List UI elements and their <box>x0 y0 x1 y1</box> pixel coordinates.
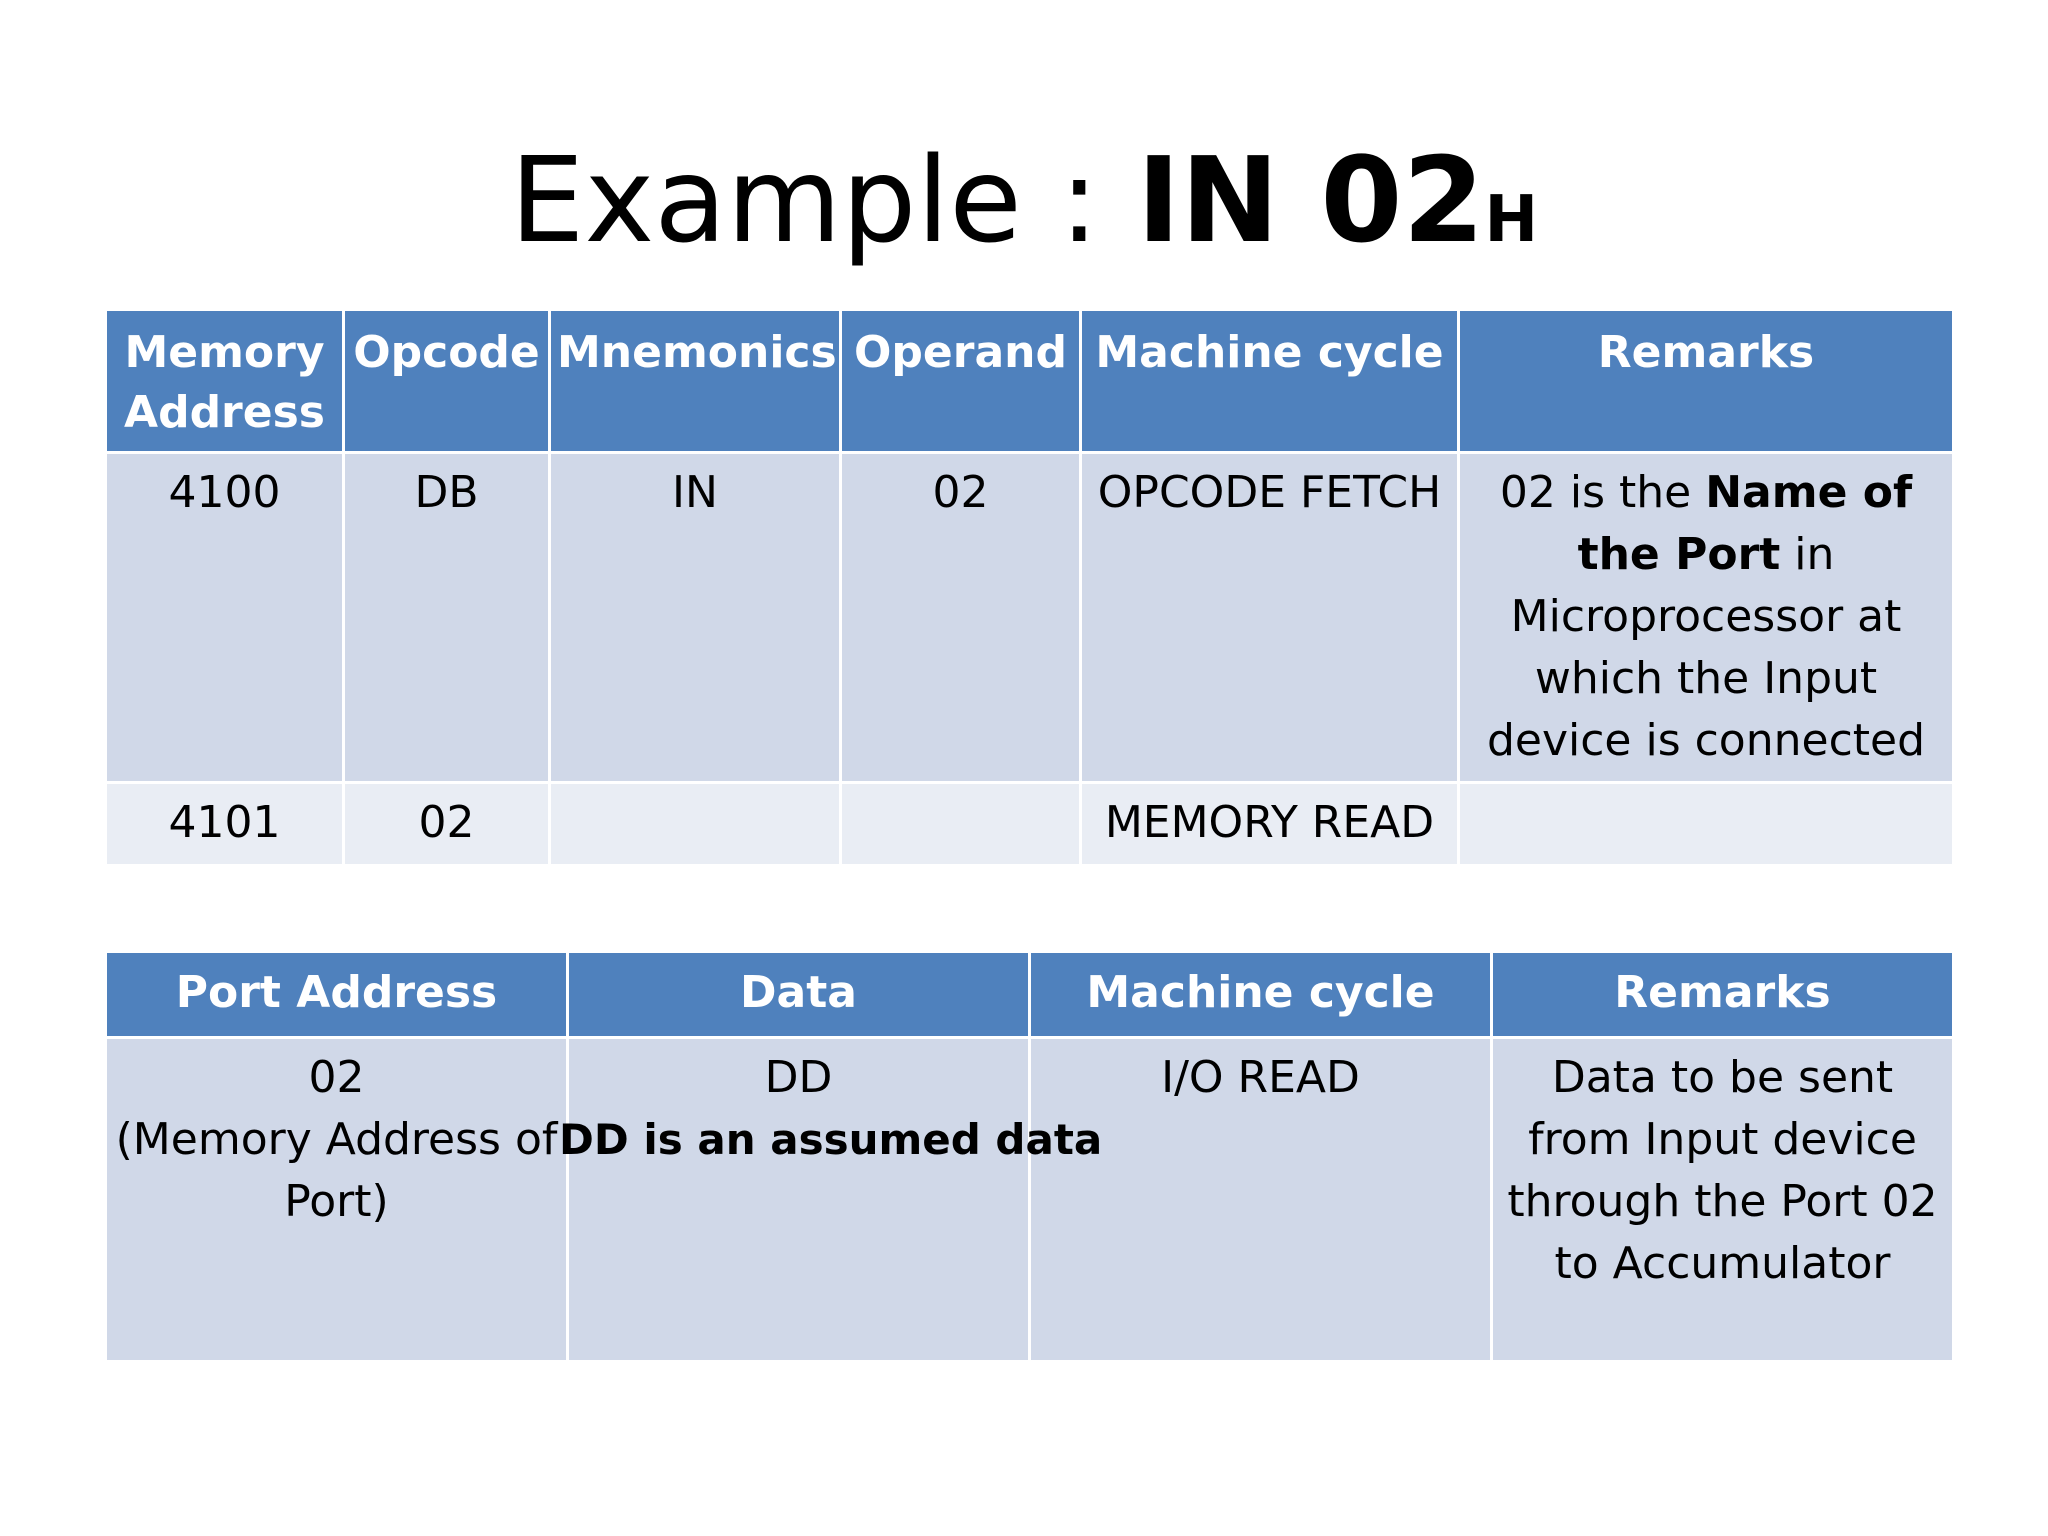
cell-opcode: 02 <box>342 781 551 867</box>
cell-operand <box>839 781 1082 867</box>
remarks-text-start: 02 is the <box>1499 467 1706 518</box>
data-note: DD is an assumed data <box>559 1115 1103 1164</box>
slide-title: Example : IN 02H <box>0 125 2048 295</box>
data-value: DD <box>764 1052 833 1103</box>
cell-mnemonics: IN <box>548 451 842 784</box>
cell-remarks: Data to be sent from Input device throug… <box>1490 1036 1955 1363</box>
table-row: 4101 02 MEMORY READ <box>104 781 1955 867</box>
cell-memory-address: 4100 <box>104 451 345 784</box>
table-row: 4100 DB IN 02 OPCODE FETCH 02 is the Nam… <box>104 451 1955 784</box>
header-remarks: Remarks <box>1457 308 1955 454</box>
cell-remarks: 02 is the Name of the Port in Microproce… <box>1457 451 1955 784</box>
header-opcode: Opcode <box>342 308 551 454</box>
port-address-note: (Memory Address of Port) <box>115 1114 558 1227</box>
instruction-table: Memory Address Opcode Mnemonics Operand … <box>104 308 1955 867</box>
header-machine-cycle: Machine cycle <box>1079 308 1460 454</box>
cell-data: DD DD is an assumed data <box>559 1036 1102 1363</box>
cell-machine-cycle: I/O READ <box>1028 1036 1493 1363</box>
header-mnemonics: Mnemonics <box>548 308 842 454</box>
remarks-text-end: in Microprocessor at which the Input dev… <box>1486 529 1926 766</box>
header-data: Data <box>566 950 1031 1039</box>
cell-mnemonics <box>548 781 842 867</box>
remarks-text-bold: Name of the Port <box>1577 467 1913 580</box>
header-operand: Operand <box>839 308 1082 454</box>
port-table-header: Port Address Data Machine cycle Remarks <box>104 950 1955 1039</box>
cell-operand: 02 <box>839 451 1082 784</box>
cell-machine-cycle: OPCODE FETCH <box>1079 451 1460 784</box>
header-remarks: Remarks <box>1490 950 1955 1039</box>
header-machine-cycle: Machine cycle <box>1028 950 1493 1039</box>
title-instruction: IN 02 <box>1136 131 1485 269</box>
cell-memory-address: 4101 <box>104 781 345 867</box>
table-row: 02 (Memory Address of Port) DD DD is an as… <box>104 1036 1955 1363</box>
cell-opcode: DB <box>342 451 551 784</box>
cell-remarks <box>1457 781 1955 867</box>
cell-port-address: 02 (Memory Address of Port) <box>104 1036 569 1363</box>
cell-machine-cycle: MEMORY READ <box>1079 781 1460 867</box>
header-memory-address: Memory Address <box>104 308 345 454</box>
port-table: Port Address Data Machine cycle Remarks … <box>104 950 1955 1363</box>
port-address-value: 02 <box>308 1052 365 1103</box>
title-subscript: H <box>1484 183 1539 257</box>
header-port-address: Port Address <box>104 950 569 1039</box>
instruction-table-header: Memory Address Opcode Mnemonics Operand … <box>104 308 1955 454</box>
title-prefix: Example : <box>509 131 1137 269</box>
